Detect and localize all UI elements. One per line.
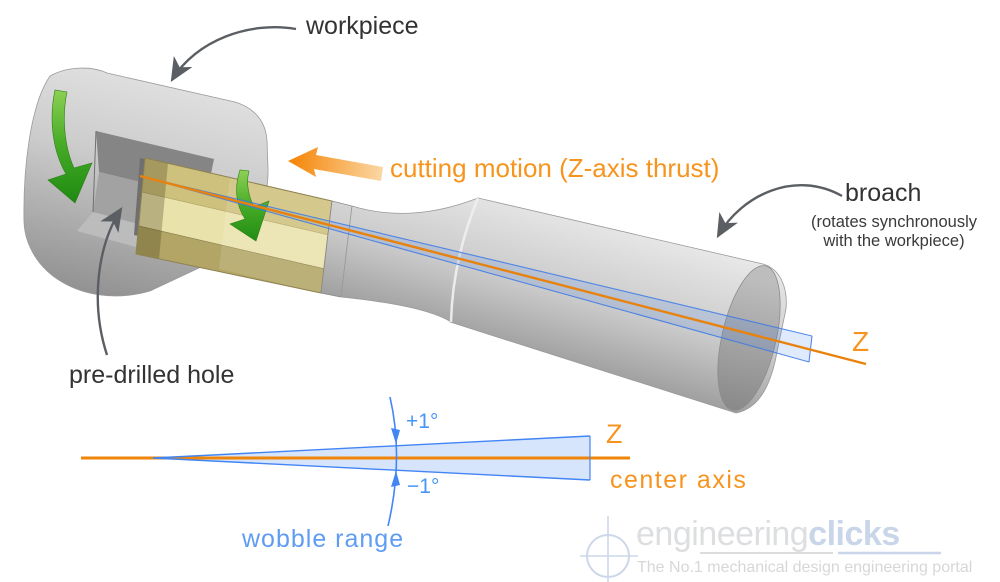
z-axis-label-3d: Z: [852, 326, 870, 357]
plus-angle-label: +1°: [406, 410, 439, 433]
angle-arrow-icon: [391, 471, 400, 487]
wobble-band-upper-edge: [139, 175, 813, 337]
broach-note: (rotates synchronously with the workpiec…: [788, 213, 1000, 251]
watermark-brand: engineeringclicks: [636, 515, 900, 553]
workpiece-label: workpiece: [306, 12, 419, 40]
broach-illustration: [135, 157, 787, 414]
predrilled-hole-pointer-arrow: [96, 206, 123, 356]
predrilled-hole-label: pre-drilled hole: [69, 361, 235, 389]
hex-insertion-shadow: [136, 158, 168, 259]
notch-left-edge: [92, 130, 97, 213]
rotation-arrow-icon: [47, 89, 93, 204]
z-axis-label-2d: Z: [606, 419, 623, 449]
wobble-band-3d: [139, 175, 813, 363]
hex-edge-line: [141, 191, 330, 236]
workpiece-pointer-arrow: [170, 26, 297, 83]
broach-note-line1: (rotates synchronously: [811, 213, 977, 231]
broach-note-line2: with the workpiece): [823, 232, 965, 250]
broach-pointer-arrow: [716, 184, 843, 239]
z-axis-line-3d: [139, 174, 867, 366]
wobble-wedge-upper-edge: [152, 435, 591, 459]
hex-step-highlight: [219, 177, 332, 293]
watermark-tagline: The No.1 mechanical design engineering p…: [637, 559, 973, 576]
center-axis-label: center axis: [610, 466, 748, 494]
crosshair-icon: [580, 516, 941, 582]
wobble-band-lower-edge: [139, 175, 810, 363]
hex-edge-line: [138, 225, 326, 270]
broach-end-cap: [717, 265, 781, 411]
minus-angle-label: −1°: [407, 475, 440, 498]
wobble-range-label: wobble range: [242, 525, 405, 553]
watermark-brand-light: engineering: [636, 515, 809, 553]
watermark-brand-accent: clicks: [808, 515, 900, 553]
angle-arrow-icon: [391, 428, 400, 444]
angle-arc: [387, 396, 398, 527]
hex-facet-bottom: [136, 226, 325, 293]
hex-facet-mid: [139, 192, 329, 269]
cutting-motion-label: cutting motion (Z-axis thrust): [390, 153, 720, 183]
broach-label: broach: [845, 179, 922, 207]
wobble-wedge-lower-edge: [152, 457, 591, 481]
wobble-range-diagram: [81, 396, 630, 527]
cutting-motion-arrow-icon: [288, 147, 383, 181]
